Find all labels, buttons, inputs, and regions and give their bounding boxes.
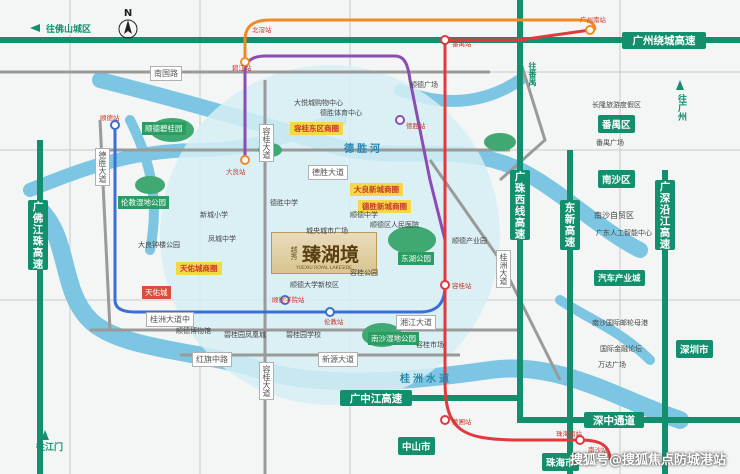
project-logo: 越秀 臻湖境 YUEXIU ROYAL LAKESIDE: [271, 232, 377, 274]
river-desheng: 德胜河: [344, 144, 383, 155]
road-rongqi-ave-south: 容桂大道: [259, 362, 274, 400]
district-zhongshan: 中山市: [398, 437, 435, 455]
poi-5: 新城小学: [200, 211, 228, 219]
poi-11: 东湖公园: [398, 252, 434, 265]
station-11: 北滘站: [252, 26, 272, 34]
zone-daliang-east: 大良新城商圈: [350, 183, 403, 196]
highway-guangzhou-ring: 广州绕城高速: [622, 32, 706, 49]
poi-22: 番禺广场: [596, 139, 624, 147]
poi-4: 顺德广场: [410, 81, 438, 89]
district-zhuhai: 珠海市: [542, 453, 579, 471]
road-desheng-v: 德胜大道: [95, 148, 110, 186]
river-guizhou: 桂洲水道: [400, 374, 452, 385]
highway-guangfo-river: 广佛江珠高速: [28, 200, 48, 270]
station-2: 大良站: [226, 168, 246, 176]
poi-14: 容桂市场: [416, 341, 444, 349]
poi-3: 德胜体育中心: [320, 109, 362, 117]
compass-arrow-icon: [118, 19, 138, 39]
poi-8: 顺德区人民医院: [370, 221, 419, 229]
poi-12: 顺德大学新校区: [290, 281, 339, 289]
poi-28: 南沙湿地公园: [368, 332, 419, 345]
road-hongqi: 红旗中路: [192, 352, 232, 367]
project-brand: 越秀: [289, 246, 298, 260]
road-nanguo: 南国路: [150, 66, 182, 81]
zone-rongqi-east: 容桂东区商圈: [290, 122, 343, 135]
station-10: 伦教站: [324, 318, 344, 326]
poi-10: 凤城中学: [208, 235, 236, 243]
poi-30: 万达广场: [598, 361, 626, 369]
north-compass: N: [116, 8, 140, 43]
highway-shenzhong: 深中通道: [584, 412, 644, 428]
station-4: 碧江站: [232, 64, 252, 72]
poi-13: 碧桂园学校: [286, 331, 321, 339]
road-xinyuan: 新源大道: [318, 352, 358, 367]
poi-2: 大悦城购物中心: [294, 99, 343, 107]
poi-18: 广东人工智能中心: [596, 229, 652, 237]
zone-tianyou: 天佑城商圈: [176, 262, 222, 275]
highway-zhujiang-west: 广珠西线高速: [510, 170, 530, 240]
station-8: 南沙站: [588, 446, 608, 454]
project-name: 臻湖境: [301, 243, 359, 266]
direction-panyu: 往番禺: [528, 62, 537, 86]
station-9: 顺德学院站: [272, 296, 305, 304]
station-6: 广州南站: [580, 16, 606, 24]
station-3: 容桂站: [452, 282, 472, 290]
metro-line-orange: [243, 18, 597, 160]
direction-guangzhou: 往广州: [676, 94, 686, 121]
highway-guangzhongjiang: 广中江高速: [340, 390, 412, 406]
poi-17: 天佑城: [142, 286, 171, 299]
district-panyu: 番禺区: [598, 115, 635, 133]
direction-jiangmen: 往江门: [36, 443, 64, 453]
highway-dongxin: 东新高速: [560, 200, 580, 250]
station-12: 黄圃站: [452, 418, 472, 426]
project-subtitle: YUEXIU ROYAL LAKESIDE: [296, 266, 352, 271]
poi-26: 容桂公园: [350, 269, 378, 277]
direction-foshan: 往佛山城区: [46, 25, 92, 35]
road-desheng: 德胜大道: [308, 165, 348, 180]
direction-arrows: [30, 24, 684, 440]
district-shenzhen: 深圳市: [676, 340, 713, 358]
zone-desheng-new: 德胜新城商圈: [358, 200, 411, 213]
poi-20: 南沙自贸区: [594, 211, 634, 220]
poi-16: 大良钟楼公园: [138, 241, 180, 249]
poi-15: 顺德产业园: [452, 237, 487, 245]
road-guizhou-v: 桂洲大道: [496, 250, 511, 288]
poi-1: 顺德碧桂园: [142, 122, 186, 135]
poi-24: 碧桂园凤凰城: [224, 331, 266, 339]
road-xiangjiang: 湘江大道: [396, 315, 436, 330]
poi-23: 长隆旅游度假区: [592, 101, 641, 109]
compass-label: N: [123, 8, 133, 19]
metro-line-red-north: [445, 28, 591, 42]
highway-guangshen-coast: 广深沿江高速: [655, 180, 675, 250]
poi-9: 德胜中学: [270, 199, 298, 207]
poi-19: 汽车产业城: [594, 270, 645, 286]
poi-21: 南沙国际邮轮母港: [592, 319, 648, 327]
district-nansha: 南沙区: [598, 170, 635, 188]
station-1: 顺德站: [100, 114, 120, 122]
station-13: 珠海南站: [556, 430, 582, 438]
station-5: 德胜站: [406, 122, 426, 130]
watermark: 搜狐号@搜狐焦点防城港站: [569, 453, 726, 468]
station-markers: [110, 25, 595, 445]
metro-line-red: [443, 40, 612, 461]
poi-27: 伦教湿地公园: [118, 196, 169, 209]
station-7: 番禺站: [452, 40, 472, 48]
poi-6: 顺德中学: [350, 211, 378, 219]
road-rongqi-ave: 容桂大道: [259, 124, 274, 162]
poi-25: 顺德博物馆: [176, 327, 211, 335]
poi-7: 城央城市广场: [306, 227, 348, 235]
poi-29: 国际金融论坛: [600, 345, 642, 353]
road-guizhou-ave: 桂洲大道中: [146, 312, 194, 327]
